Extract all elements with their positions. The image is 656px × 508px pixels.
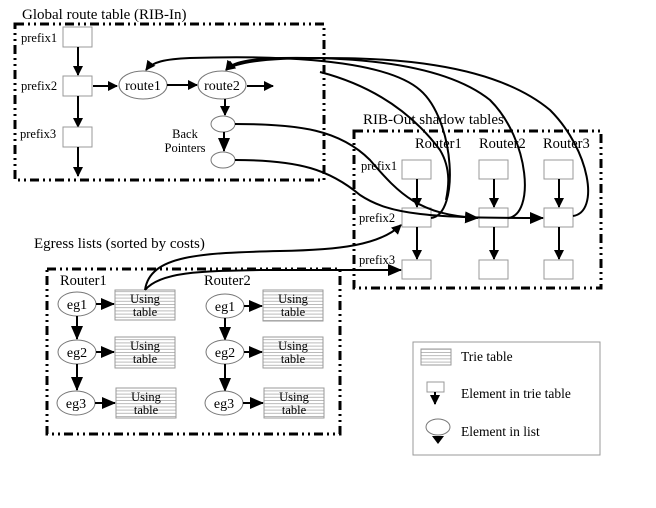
back-pointer-node-1: [210, 115, 236, 133]
rib-out-section: RIB-Out shadow tables Router1 Router2 Ro…: [352, 112, 603, 290]
curve-egress-to-r1-prefix3: [144, 264, 402, 291]
rib-out-r2-prefix3: [478, 259, 509, 280]
curve-backpointer1-to-r2-prefix2: [234, 123, 479, 224]
trie-element-icon: [426, 381, 445, 405]
egress-r1-eg2-label: eg2: [67, 346, 87, 361]
table-label: table: [281, 305, 306, 319]
using-label: Using: [278, 339, 309, 353]
using-label: Using: [130, 292, 161, 306]
rib-in-prefix3-node: [62, 126, 93, 148]
rib-out-router3-label: Router3: [543, 136, 590, 152]
back-pointer-node-2: [210, 151, 236, 169]
rib-out-r3-prefix2: [543, 207, 574, 228]
rib-out-router1-label: Router1: [415, 136, 462, 152]
rib-in-section: Global route table (RIB-In) prefix1 pref…: [13, 7, 326, 182]
rib-out-r1-prefix2: [401, 207, 432, 228]
table-label: table: [133, 352, 158, 366]
rib-in-prefix1-node: [62, 26, 93, 48]
egress-r1-table-3: [115, 387, 177, 419]
back-pointers-label-1: Back: [172, 127, 198, 141]
legend: Trie table Element in trie table Element…: [412, 341, 601, 456]
curve-router1-upper: [319, 71, 450, 201]
curve-r1-prefix2-to-route1: [145, 56, 451, 219]
legend-trie-table-label: Trie table: [461, 349, 513, 364]
curve-egress-to-r1-prefix2: [144, 224, 402, 291]
egress-r1-table-1: [114, 289, 176, 321]
rib-in-prefix2-node: [62, 75, 93, 97]
rib-out-r1-prefix3: [401, 259, 432, 280]
egress-section: Egress lists (sorted by costs) Router1 e…: [34, 236, 342, 436]
back-pointers-label-2: Pointers: [165, 141, 206, 155]
table-label: table: [281, 352, 306, 366]
rib-in-title: Global route table (RIB-In): [22, 7, 187, 23]
rib-out-r3-prefix1: [543, 159, 574, 180]
route2-node: [197, 70, 247, 100]
egress-r1-eg1-label: eg1: [67, 298, 87, 313]
egress-r2-eg3-label: eg3: [214, 397, 234, 412]
egress-router1-label: Router1: [60, 273, 107, 289]
route2-label: route2: [204, 79, 240, 94]
rib-in-border: [13, 22, 326, 182]
rib-out-router2-label: Router2: [479, 136, 526, 152]
rib-out-border: [352, 129, 603, 290]
using-label: Using: [278, 292, 309, 306]
table-label: table: [282, 403, 307, 417]
trie-table-icon: [420, 348, 452, 366]
rib-out-title: RIB-Out shadow tables: [363, 112, 504, 128]
rib-out-prefix3-label: prefix3: [359, 253, 395, 267]
egress-r2-eg2-label: eg2: [215, 346, 235, 361]
curve-backpointer2-to-r3-prefix2: [234, 159, 544, 224]
rib-out-r2-prefix1: [478, 159, 509, 180]
list-element-icon: [425, 418, 451, 444]
rib-out-prefix2-label: prefix2: [359, 211, 395, 225]
table-label: table: [134, 403, 159, 417]
route1-label: route1: [125, 79, 161, 94]
rib-out-r1-prefix1: [401, 159, 432, 180]
rib-out-r3-prefix3: [543, 259, 574, 280]
rib-in-prefix2-label: prefix2: [21, 79, 57, 93]
curve-r2-prefix2-to-route2: [225, 56, 526, 219]
rib-in-prefix1-label: prefix1: [21, 31, 57, 45]
egress-r2-table-3: [263, 387, 325, 419]
using-label: Using: [130, 339, 161, 353]
rib-out-prefix1-label: prefix1: [361, 159, 397, 173]
curve-r3-prefix2-to-route2: [225, 56, 590, 217]
egress-router2-label: Router2: [204, 273, 251, 289]
table-label: table: [133, 305, 158, 319]
egress-r2-table-2: [262, 336, 324, 369]
using-label: Using: [279, 390, 310, 404]
egress-border: [45, 267, 342, 436]
egress-r1-eg3-label: eg3: [66, 397, 86, 412]
legend-trie-element-label: Element in trie table: [461, 386, 571, 401]
egress-r2-eg1-label: eg1: [215, 300, 235, 315]
using-label: Using: [131, 390, 162, 404]
egress-title: Egress lists (sorted by costs): [34, 236, 205, 252]
egress-r1-table-2: [114, 336, 176, 369]
rib-in-prefix3-label: prefix3: [20, 127, 56, 141]
legend-list-element-label: Element in list: [461, 424, 540, 439]
egress-r2-table-1: [262, 289, 324, 322]
pointer-curves: [144, 56, 590, 291]
